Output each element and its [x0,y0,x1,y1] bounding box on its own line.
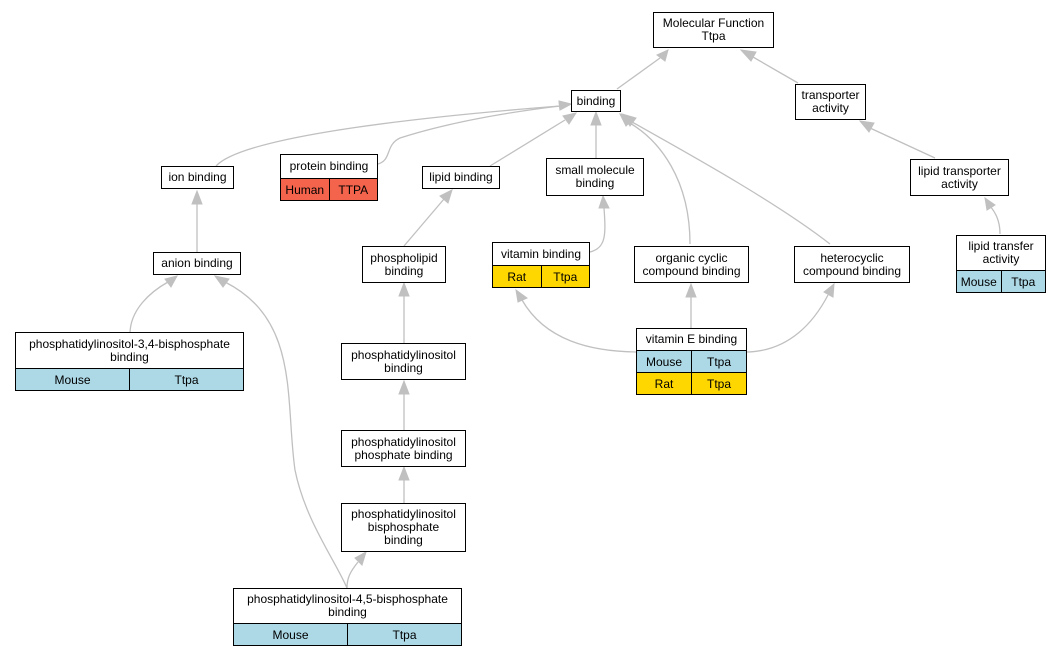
node-label: lipid transporter activity [918,163,1001,191]
annotation-row: Mouse Ttpa [16,368,243,390]
node-label: vitamin binding [500,246,582,261]
arrowhead-vitamin-e-organic-cyclic [685,282,697,298]
node-label: protein binding [289,159,369,173]
arrowhead-protein-binding-binding [558,100,573,111]
edge-ion-binding-to-binding [215,105,561,167]
node-small-molecule-binding[interactable]: small molecule binding [546,158,644,196]
node-phospholipid-binding[interactable]: phospholipid binding [362,246,446,283]
species-cell: Rat [493,266,541,287]
edges [129,49,1001,589]
node-label: anion binding [161,256,233,270]
node-anion-binding[interactable]: anion binding [153,252,241,275]
edge-pi45bp-to-anion [224,281,348,589]
arrowhead-vitamin-e-vitamin [515,288,528,303]
arrowhead-lipid-transfer-lipid-transporter [984,196,996,211]
node-label: lipid binding [429,170,493,184]
arrowhead-lipid-transporter-transporter [858,120,875,133]
arrowhead-pi45bp-pibp [354,550,367,566]
edge-vitamin-e-to-heterocyclic [744,294,829,353]
edge-vitamin-e-to-vitamin [521,299,641,353]
arrowhead-heterocyclic-binding [620,113,637,127]
node-label: heterocyclic compound binding [802,250,902,278]
edge-pi45bp-to-pibp [346,561,359,589]
edge-lipid-transporter-to-transporter [869,127,936,159]
node-lipid-transfer-activity[interactable]: lipid transfer activity Mouse Ttpa [956,235,1046,293]
edge-lipid-binding-to-binding [489,119,566,167]
species-cell: Mouse [637,351,691,372]
gene-cell: Ttpa [540,266,589,287]
arrowhead-lipid-binding-binding [562,112,578,125]
node-label: lipid transfer activity [968,239,1034,266]
arrowhead-transporter-molecular-function [739,49,757,62]
edge-pi34bp-to-anion [129,281,169,335]
edge-organic-cyclic-to-binding [627,121,691,245]
node-vitamin-e-binding[interactable]: vitamin E binding Mouse Ttpa Rat Ttpa [636,328,747,395]
gene-cell: Ttpa [691,351,746,372]
node-label: phosphatidylinositol-3,4-bisphosphate bi… [29,336,230,364]
node-label: phospholipid binding [370,250,438,278]
node-pi45bp-binding[interactable]: phosphatidylinositol-4,5-bisphosphate bi… [233,588,462,646]
node-transporter-activity[interactable]: transporter activity [795,84,866,120]
edge-lipid-transfer-to-lipid-transporter [989,205,1001,235]
edge-binding-to-molecular-function [616,57,661,90]
annotation-row: Mouse Ttpa [957,270,1045,292]
arrowhead-anion-ion [191,189,203,205]
edge-heterocyclic-to-binding [631,121,831,245]
node-label: phosphatidylinositol bisphosphate bindin… [351,507,456,547]
node-label: transporter activity [801,88,860,115]
species-cell: Rat [637,373,691,394]
annotation-row: Rat Ttpa [493,265,589,287]
node-label: phosphatidylinositol-4,5-bisphosphate bi… [247,592,448,619]
gene-cell: Ttpa [691,373,746,394]
arrowhead-binding-molecular-function [656,49,669,62]
node-label: binding [576,93,616,108]
node-label: organic cyclic compound binding [642,250,741,278]
edge-transporter-activity-to-molecular-function [752,56,799,84]
node-heterocyclic-compound-binding[interactable]: heterocyclic compound binding [794,246,910,283]
node-pip-binding[interactable]: phosphatidylinositol phosphate binding [341,430,466,467]
node-ion-binding[interactable]: ion binding [161,166,234,189]
arrowhead-pi45bp-anion [213,275,230,288]
gene-cell: Ttpa [129,369,243,390]
arrowhead-vitamin-e-heterocyclic [823,282,835,298]
node-pi34bp-binding[interactable]: phosphatidylinositol-3,4-bisphosphate bi… [15,332,244,391]
node-organic-cyclic-compound-binding[interactable]: organic cyclic compound binding [634,246,749,283]
node-molecular-function[interactable]: Molecular Function Ttpa [653,12,774,48]
edge-phospholipid-to-lipid [403,198,445,247]
node-lipid-binding[interactable]: lipid binding [422,166,500,189]
arrowhead-pi34bp-anion [164,275,178,288]
annotation-row: Mouse Ttpa [637,350,746,372]
node-label: Molecular Function Ttpa [662,16,765,43]
edge-vitamin-to-small-molecule [589,207,606,253]
arrowhead-small-molecule-binding [590,110,602,126]
node-label: phosphatidylinositol phosphate binding [351,434,456,462]
gene-cell: TTPA [328,179,377,200]
species-cell: Mouse [957,271,1001,292]
node-protein-binding[interactable]: protein binding Human TTPA [280,154,378,201]
node-vitamin-binding[interactable]: vitamin binding Rat Ttpa [492,242,590,288]
annotation-row: Human TTPA [281,178,377,200]
arrowhead-pip-pi [398,379,410,395]
edge-protein-binding-to-binding [377,105,561,165]
node-pibp-binding[interactable]: phosphatidylinositol bisphosphate bindin… [341,503,466,552]
node-label: ion binding [168,170,227,184]
arrowhead-vitamin-small-molecule [598,194,610,209]
species-cell: Mouse [234,624,347,645]
arrowhead-pi-phospholipid [398,281,410,297]
annotation-row: Rat Ttpa [637,372,746,394]
node-pi-binding[interactable]: phosphatidylinositol binding [341,343,466,380]
gene-cell: Ttpa [1000,271,1045,292]
node-lipid-transporter-activity[interactable]: lipid transporter activity [910,159,1009,196]
annotation-row: Mouse Ttpa [234,623,461,645]
species-cell: Human [281,179,329,200]
node-label: phosphatidylinositol binding [351,347,456,375]
species-cell: Mouse [16,369,129,390]
gene-cell: Ttpa [347,624,461,645]
arrowhead-pibp-pip [398,465,410,481]
node-binding[interactable]: binding [571,90,621,112]
node-label: small molecule binding [555,163,635,190]
node-label: vitamin E binding [645,332,738,346]
arrowhead-phospholipid-lipid [439,189,453,204]
